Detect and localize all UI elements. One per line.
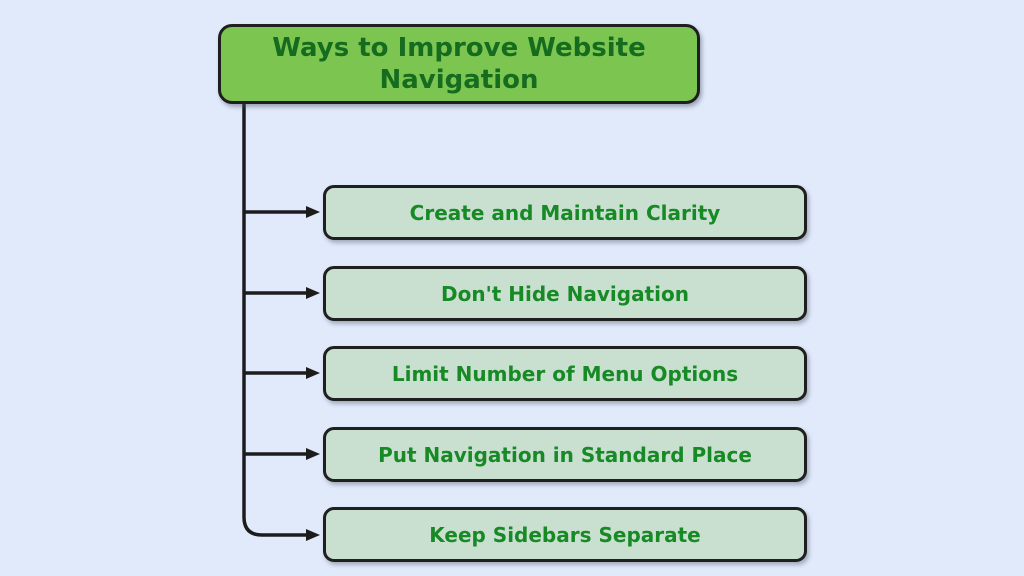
- child-node-keep-sidebars-separate: Keep Sidebars Separate: [323, 507, 807, 562]
- root-node-ways-to-improve-website-navigation: Ways to Improve Website Navigation: [218, 24, 700, 104]
- trunk-connector: [242, 104, 320, 541]
- child-node-limit-number-of-menu-options: Limit Number of Menu Options: [323, 346, 807, 401]
- child-node-create-and-maintain-clarity: Create and Maintain Clarity: [323, 185, 807, 240]
- child-node-dont-hide-navigation: Don't Hide Navigation: [323, 266, 807, 321]
- child-node-put-navigation-in-standard-place: Put Navigation in Standard Place: [323, 427, 807, 482]
